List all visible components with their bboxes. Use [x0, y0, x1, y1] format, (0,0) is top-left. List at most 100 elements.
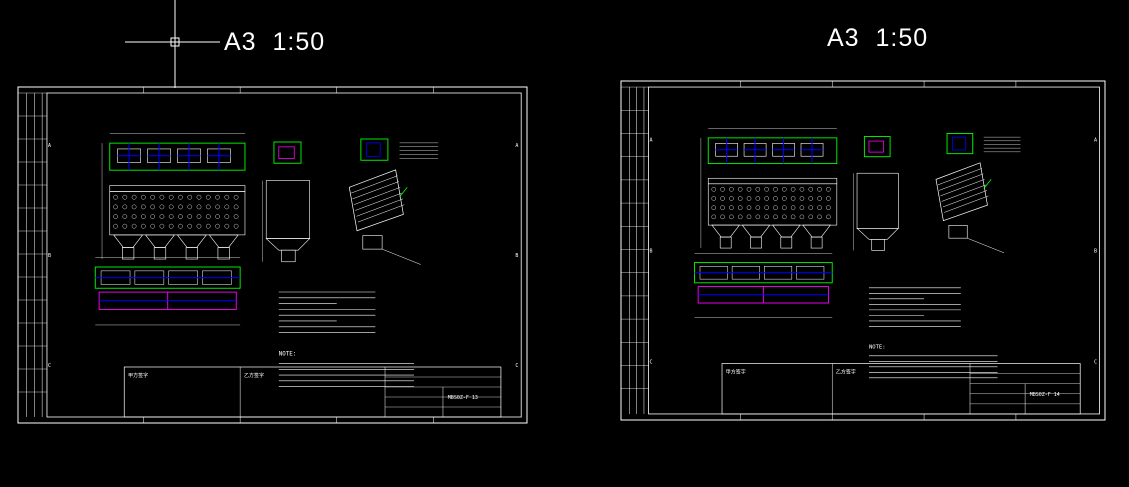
front-cartridge [205, 223, 211, 229]
front-discharge-3 [810, 236, 823, 249]
incline-discharge [362, 235, 383, 250]
front-cartridge [746, 196, 752, 201]
front-cartridge [711, 196, 716, 201]
grid-letter-right-2: C [1094, 360, 1097, 366]
grid-letter-left-1: B [48, 253, 51, 259]
front-cartridge [233, 214, 239, 219]
front-cartridge [178, 204, 183, 210]
front-cartridge [168, 194, 174, 200]
grid-letter-left-0: A [649, 138, 652, 144]
front-cartridge [196, 214, 202, 219]
front-cartridge [790, 187, 796, 192]
front-cartridge [215, 214, 220, 219]
incline-inlet [952, 136, 966, 151]
front-cartridge [817, 214, 822, 220]
front-cartridge [122, 194, 128, 200]
notes-heading: NOTE: [869, 344, 886, 350]
front-cartridge [764, 196, 769, 201]
front-hopper-1 [144, 234, 176, 248]
title-cell-b: 乙方签字 [836, 369, 856, 376]
front-cartridge [720, 214, 725, 220]
grid-letter-right-1: B [515, 253, 518, 259]
front-cartridge [790, 205, 796, 210]
front-cartridge [729, 214, 734, 220]
front-cartridge [782, 205, 787, 210]
side-body [265, 180, 310, 239]
front-cartridge [224, 204, 230, 210]
front-cartridge [826, 187, 831, 192]
front-cartridge [168, 204, 174, 210]
front-cartridge [131, 194, 137, 200]
incline-slat-2 [940, 179, 985, 197]
front-cartridge [808, 205, 813, 210]
front-cartridge [746, 205, 752, 210]
front-cartridge [159, 214, 165, 219]
grid-letter-right-2: C [515, 363, 518, 369]
front-cartridge [799, 196, 805, 201]
front-cartridge [224, 214, 230, 219]
front-cartridge [808, 187, 813, 192]
front-cartridge [159, 204, 165, 210]
incline-body [935, 162, 988, 222]
front-cartridge [113, 214, 118, 219]
front-discharge-1 [750, 236, 762, 249]
front-discharge-2 [780, 236, 793, 249]
front-hopper-1 [741, 224, 771, 238]
front-cartridge [764, 205, 769, 210]
front-cartridge [187, 194, 193, 200]
incline-slat-4 [942, 190, 988, 208]
front-discharge-2 [185, 247, 198, 260]
front-cartridge [817, 187, 822, 192]
side-hood [863, 136, 891, 158]
front-cartridge [773, 205, 778, 210]
front-cartridge [205, 204, 211, 210]
side-hood [273, 141, 302, 164]
front-cartridge [799, 214, 805, 220]
front-cartridge [187, 223, 193, 229]
side-hopper [265, 238, 311, 251]
front-discharge-3 [217, 247, 230, 260]
title-cell-a: 甲方签字 [128, 372, 148, 379]
incline-slat-2 [353, 187, 401, 205]
title-block [721, 363, 1081, 415]
front-cartridge [737, 205, 743, 210]
front-cartridge [113, 204, 118, 210]
incline-slat-0 [351, 175, 398, 194]
front-cartridge [141, 204, 146, 210]
front-cartridge [159, 223, 165, 229]
front-cartridge [746, 214, 752, 220]
front-cartridge [122, 204, 128, 210]
front-cartridge [826, 196, 831, 201]
front-cartridge [808, 214, 813, 220]
front-cartridge [159, 194, 165, 200]
front-cartridge [196, 204, 202, 210]
front-cartridge [113, 194, 118, 200]
side-inlet [278, 146, 295, 159]
front-cartridge [150, 204, 155, 210]
front-cartridge [729, 205, 734, 210]
front-cartridge [233, 204, 239, 210]
front-cartridge [790, 214, 796, 220]
front-cartridge [773, 214, 778, 220]
front-top-rail [707, 177, 838, 185]
front-cartridge [737, 196, 743, 201]
grid-letter-left-1: B [649, 249, 652, 255]
front-cartridge [113, 223, 118, 229]
front-cartridge [131, 214, 137, 219]
front-cartridge [826, 205, 831, 210]
front-cartridge [737, 214, 743, 220]
front-cartridge [729, 196, 734, 201]
front-cartridge [799, 205, 805, 210]
front-cartridge [773, 187, 778, 192]
incline-green-arm [983, 179, 992, 189]
front-cartridge [178, 194, 183, 200]
title-cell-a: 甲方签字 [726, 369, 746, 376]
sheet-outer-border [17, 86, 528, 424]
front-cartridge [782, 187, 787, 192]
grid-letter-left-0: A [48, 143, 51, 149]
sheet-2-scale-label: A3 1:50 [827, 24, 929, 52]
front-cartridge [141, 223, 146, 229]
